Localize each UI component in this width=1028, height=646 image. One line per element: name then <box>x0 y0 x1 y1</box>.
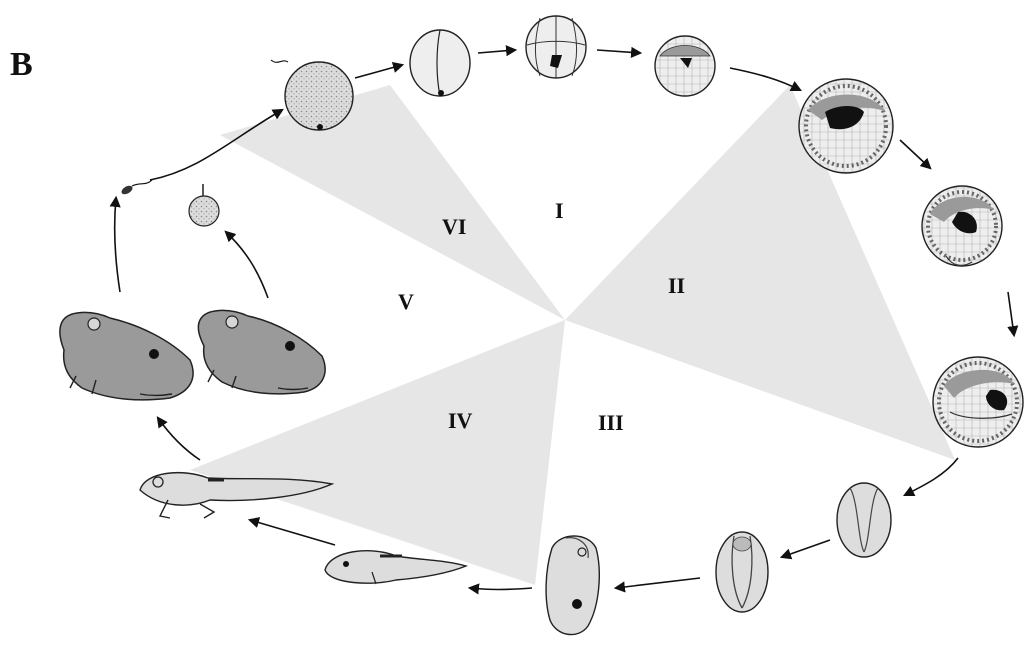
cycle-arrows <box>109 45 1019 595</box>
sector-label-vi: VI <box>442 214 467 239</box>
arrow-eight-cell-to-blastula <box>596 46 643 58</box>
arrow-two-cell-to-eight-cell <box>477 45 518 57</box>
two-cell-stage <box>409 29 471 97</box>
eight-cell-stage <box>525 15 587 79</box>
arrow-gastrula-2-to-3 <box>1007 291 1019 338</box>
arrow-blastula-to-gastrula <box>729 67 803 92</box>
neural-tube-stage <box>715 531 769 613</box>
unfertilized-egg <box>188 195 220 227</box>
mid-gastrula-stage <box>921 185 1003 267</box>
sector-label-iv: IV <box>448 408 473 433</box>
arrow-egg-to-two-cell <box>354 61 405 79</box>
adult-frog-male <box>59 311 194 401</box>
metamorphosing-froglet <box>139 472 335 519</box>
early-gastrula-stage <box>798 78 894 174</box>
adult-frog-female <box>197 309 326 395</box>
sector-label-i: I <box>555 198 564 223</box>
panel-letter: B <box>10 46 33 83</box>
arrow-tailbud-to-tadpole <box>467 583 533 595</box>
arrow-female-to-egg <box>224 230 269 299</box>
blastula-stage <box>654 35 716 97</box>
arrow-metamorph-to-adult <box>156 416 201 461</box>
sector-iv-shading <box>190 320 565 585</box>
arrow-gastrula-1-to-2 <box>899 139 932 170</box>
tadpole <box>324 550 469 585</box>
fertilized-egg <box>270 59 354 131</box>
sector-vi-shading <box>220 85 565 320</box>
neurula-stage <box>836 482 892 558</box>
tailbud-embryo <box>545 535 600 636</box>
arrow-tadpole-to-metamorph <box>247 517 336 546</box>
arrow-male-to-sperm <box>109 195 121 293</box>
sector-label-iii: III <box>598 410 624 435</box>
sector-label-v: V <box>398 289 414 314</box>
arrow-neural-tube-to-tailbud <box>613 577 701 593</box>
arrow-neurula-to-neural-tube <box>779 539 831 560</box>
arrow-gastrula-to-neurula <box>902 457 959 497</box>
arrow-sperm-to-egg <box>149 108 284 181</box>
late-gastrula-stage <box>932 356 1024 448</box>
sector-ii-shading <box>565 85 955 460</box>
sector-label-ii: II <box>668 273 686 298</box>
sperm-cell <box>121 179 153 195</box>
